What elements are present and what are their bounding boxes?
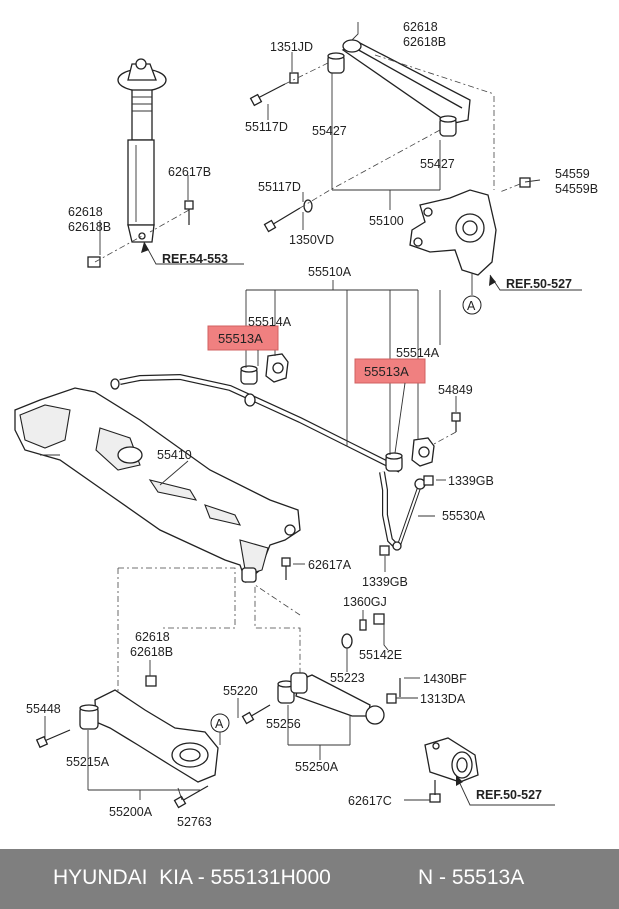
washer-1350VD <box>303 199 313 213</box>
bracket-55514A-left <box>265 353 289 383</box>
bushing-55513A-right <box>385 452 403 472</box>
label-55256: 55256 <box>266 717 301 731</box>
nut-62618-bottom <box>145 675 157 687</box>
label-1313DA: 1313DA <box>420 692 466 706</box>
label-54849: 54849 <box>438 383 473 397</box>
bushing-62617C-bracket <box>424 737 479 783</box>
label-55410: 55410 <box>157 448 192 462</box>
highlight-55513A-right <box>354 358 426 384</box>
label-55427-left: 55427 <box>312 124 347 138</box>
assist-arm-55250A <box>277 672 385 725</box>
stabilizer-link-55530A <box>392 478 426 551</box>
bolt-62617C <box>429 780 441 803</box>
nut-55142E <box>373 613 385 625</box>
highlight-55513A-left <box>207 325 279 351</box>
label-62618-bottom: 62618 <box>135 630 170 644</box>
label-62618-top: 62618 <box>403 20 438 34</box>
bolt-62617A <box>281 557 291 580</box>
label-1351JD: 1351JD <box>270 40 313 54</box>
label-1430BF: 1430BF <box>423 672 467 686</box>
footer-brand-text: HYUNDAI KIA - 555131H000 <box>53 866 331 889</box>
stabilizer-bar <box>110 373 402 551</box>
nut-1313DA <box>386 693 397 704</box>
label-62618B-left: 62618B <box>68 220 111 234</box>
bolt-55117D-mid <box>263 207 301 233</box>
circle-a-top-marker <box>462 295 482 315</box>
bolt-62617B <box>184 200 194 225</box>
label-54559B: 54559B <box>555 182 598 196</box>
label-55117D-top: 55117D <box>245 120 288 134</box>
label-55220: 55220 <box>223 684 258 698</box>
label-62617A: 62617A <box>308 558 352 572</box>
label-55142E: 55142E <box>359 648 402 662</box>
circle-a-top-label: A <box>467 299 476 313</box>
label-55513A-right: 55513A <box>364 364 409 379</box>
label-55215A: 55215A <box>66 755 110 769</box>
label-54559: 54559 <box>555 167 590 181</box>
shock-absorber <box>117 58 167 243</box>
ref-54-553: REF.54-553 <box>162 252 228 266</box>
bolt-52763 <box>173 785 209 809</box>
label-55530A: 55530A <box>442 509 486 523</box>
label-1360GJ: 1360GJ <box>343 595 387 609</box>
label-55223: 55223 <box>330 671 365 685</box>
bolt-55220 <box>241 704 271 725</box>
label-55250A: 55250A <box>295 760 339 774</box>
label-62617B-top: 62617B <box>168 165 211 179</box>
nut-1360GJ <box>359 619 367 631</box>
nut-54559 <box>519 177 531 188</box>
label-52763: 52763 <box>177 815 212 829</box>
upper-arm-55100 <box>327 39 471 137</box>
label-62617C: 62617C <box>348 794 392 808</box>
lower-arm-55200A <box>79 689 219 783</box>
label-55513A-left: 55513A <box>218 331 263 346</box>
footer-bar: HYUNDAI KIA - 555131H000 N - 55513A <box>0 849 619 909</box>
label-1339GB-bottom: 1339GB <box>362 575 408 589</box>
nut-1339GB-top <box>423 475 434 486</box>
rear-knuckle <box>409 189 497 276</box>
bolt-54849 <box>451 412 461 432</box>
bolt-55117D-top <box>249 83 286 107</box>
label-55510A: 55510A <box>308 265 352 279</box>
footer-part-text: N - 55513A <box>418 866 525 889</box>
bolt-55448 <box>35 729 71 749</box>
ref-50-527-top: REF.50-527 <box>506 277 572 291</box>
label-55514A-right: 55514A <box>396 346 440 360</box>
nut-1351JD <box>289 72 299 84</box>
label-62618B-bottom: 62618B <box>130 645 173 659</box>
nut-1339GB-bottom <box>379 545 390 556</box>
nut-62618-left <box>87 256 101 268</box>
label-62618-left: 62618 <box>68 205 103 219</box>
label-1339GB-top: 1339GB <box>448 474 494 488</box>
label-55200A: 55200A <box>109 805 153 819</box>
label-55427-right: 55427 <box>420 157 455 171</box>
exploded-parts-diagram: 62618 62618B 1351JD 55117D 55427 55427 6… <box>14 20 598 829</box>
label-55117D-mid: 55117D <box>258 180 301 194</box>
label-55100: 55100 <box>369 214 404 228</box>
label-55514A-left: 55514A <box>248 315 292 329</box>
washer-55223 <box>341 633 353 649</box>
bushing-55513A-left <box>240 365 258 385</box>
subframe-55410 <box>14 387 301 584</box>
bracket-55514A-right <box>411 437 435 467</box>
label-55448: 55448 <box>26 702 61 716</box>
circle-a-bottom-label: A <box>215 717 224 731</box>
label-62618B-top: 62618B <box>403 35 446 49</box>
label-1350VD: 1350VD <box>289 233 334 247</box>
ref-50-527-bottom: REF.50-527 <box>476 788 542 802</box>
